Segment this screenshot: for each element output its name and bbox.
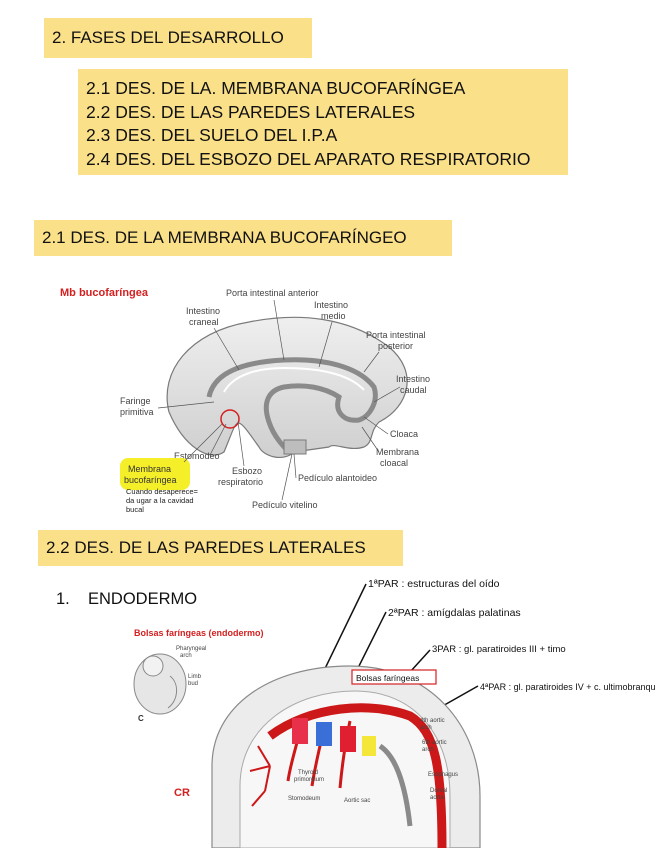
label-membrana-buco: bucofaríngea [124, 475, 177, 485]
bolsas-label: Bolsas faríngeas [356, 673, 419, 683]
label-small-c: C [138, 714, 144, 723]
label-intestino-medio: medio [321, 311, 346, 321]
table-of-contents: 2.1 DES. DE LA. MEMBRANA BUCOFARÍNGEA 2.… [78, 69, 568, 175]
label-cr: CR [174, 787, 190, 799]
gut-inner [223, 366, 365, 393]
label-limb: Limb [188, 674, 202, 680]
annotation-par4: 4ªPAR : gl. paratiroides IV + c. ultimob… [480, 682, 656, 692]
label-esbozo: Esbozo [232, 466, 262, 476]
annotation-par1: 1ªPAR : estructuras del oído [368, 578, 500, 590]
label-faringe: primitiva [120, 407, 154, 417]
label-intestino-medio: Intestino [314, 300, 348, 310]
label-dorsal: aorta [430, 795, 444, 801]
pouch-2 [316, 722, 332, 746]
label-porta-posterior: Porta intestinal [366, 330, 426, 340]
label-aortic-sac: Aortic sac [344, 798, 370, 804]
annotation-par3: 3PAR : gl. paratiroides III + timo [432, 644, 566, 655]
pouch-3 [340, 726, 356, 752]
label-pediculo-vitelino: Pedículo vitelino [252, 500, 318, 510]
label-pediculo-alantoideo: Pedículo alantoideo [298, 473, 377, 483]
label-aortic6: arch [422, 747, 434, 753]
label-cloaca: Cloaca [390, 429, 418, 439]
toc-item: 2.3 DES. DEL SUELO DEL I.P.A [86, 125, 338, 145]
label-estomodeo: Estomodeo [174, 451, 220, 461]
label-porta-posterior: posterior [378, 341, 413, 351]
label-stomodeum: Stomodeum [288, 796, 320, 802]
embryo-gut-diagram: Mb bucofaríngea Porta intestinal anterio… [60, 287, 430, 514]
figure1-title: Mb bucofaríngea [60, 287, 149, 299]
note-line: da ugar a la cavidad [126, 496, 194, 505]
note-line: bucal [126, 505, 144, 514]
label-membrana-cloacal: Membrana [376, 447, 419, 457]
dorsal-aorta [267, 703, 447, 848]
label-thyroid: primordium [294, 777, 324, 783]
toc-item: 2.1 DES. DE LA. MEMBRANA BUCOFARÍNGEA [86, 78, 466, 98]
bolsas-label-box [351, 669, 437, 685]
label-bud: bud [188, 681, 198, 687]
list-number: 1. [56, 590, 70, 608]
list-item-endodermo: 1. ENDODERMO [56, 590, 197, 609]
label-aortic6: 6th aortic [422, 740, 447, 746]
label-intestino-caudal: Intestino [396, 374, 430, 384]
note-line: Cuando desaperece= [126, 487, 199, 496]
esophagus [378, 743, 413, 827]
small-embryo [133, 653, 187, 715]
label-esophagus: Esophagus [428, 772, 458, 778]
gut-tube [206, 357, 378, 454]
label-faringe: Faringe [120, 396, 151, 406]
annotation-par2: 2ªPAR : amígdalas palatinas [388, 607, 521, 619]
branching-vessels [249, 745, 271, 807]
label-membrana-buco: Membrana [128, 464, 171, 474]
label-esbozo: respiratorio [218, 477, 263, 487]
label-membrana-cloacal: cloacal [380, 458, 408, 468]
toc-item: 2.2 DES. DE LAS PAREDES LATERALES [86, 101, 416, 122]
section-heading-paredes: 2.2 DES. DE LAS PAREDES LATERALES [38, 530, 403, 566]
toc-item: 2.4 DES. DEL ESBOZO DEL APARATO RESPIRAT… [86, 148, 531, 169]
figure2-title: Bolsas faríngeas (endodermo) [134, 628, 264, 638]
label-pharyngeal: arch [180, 653, 192, 659]
label-aortic4: 4th aortic [420, 718, 445, 724]
label-porta-anterior: Porta intestinal anterior [226, 288, 319, 298]
label-intestino-craneal: craneal [189, 317, 219, 327]
label-pharyngeal: Pharyngeal [176, 646, 206, 652]
pouch-1 [292, 718, 308, 744]
label-intestino-craneal: Intestino [186, 306, 220, 316]
list-label: ENDODERMO [88, 590, 198, 608]
membrane-circle [220, 409, 240, 429]
main-heading: 2. FASES DEL DESARROLLO [44, 18, 312, 58]
label-dorsal: Dorsal [430, 788, 447, 794]
label-thyroid: Thyroid [298, 770, 318, 776]
vitelline-stalk [283, 439, 307, 455]
membrana-highlight [120, 458, 190, 490]
label-intestino-caudal: caudal [400, 385, 427, 395]
pouch-4 [362, 736, 376, 756]
pharyngeal-pouches-diagram: 1ªPAR : estructuras del oído 2ªPAR : amí… [133, 578, 656, 848]
label-aortic4: arch [420, 725, 432, 731]
section-heading-membrana: 2.1 DES. DE LA MEMBRANA BUCOFARÍNGEO [34, 220, 452, 256]
